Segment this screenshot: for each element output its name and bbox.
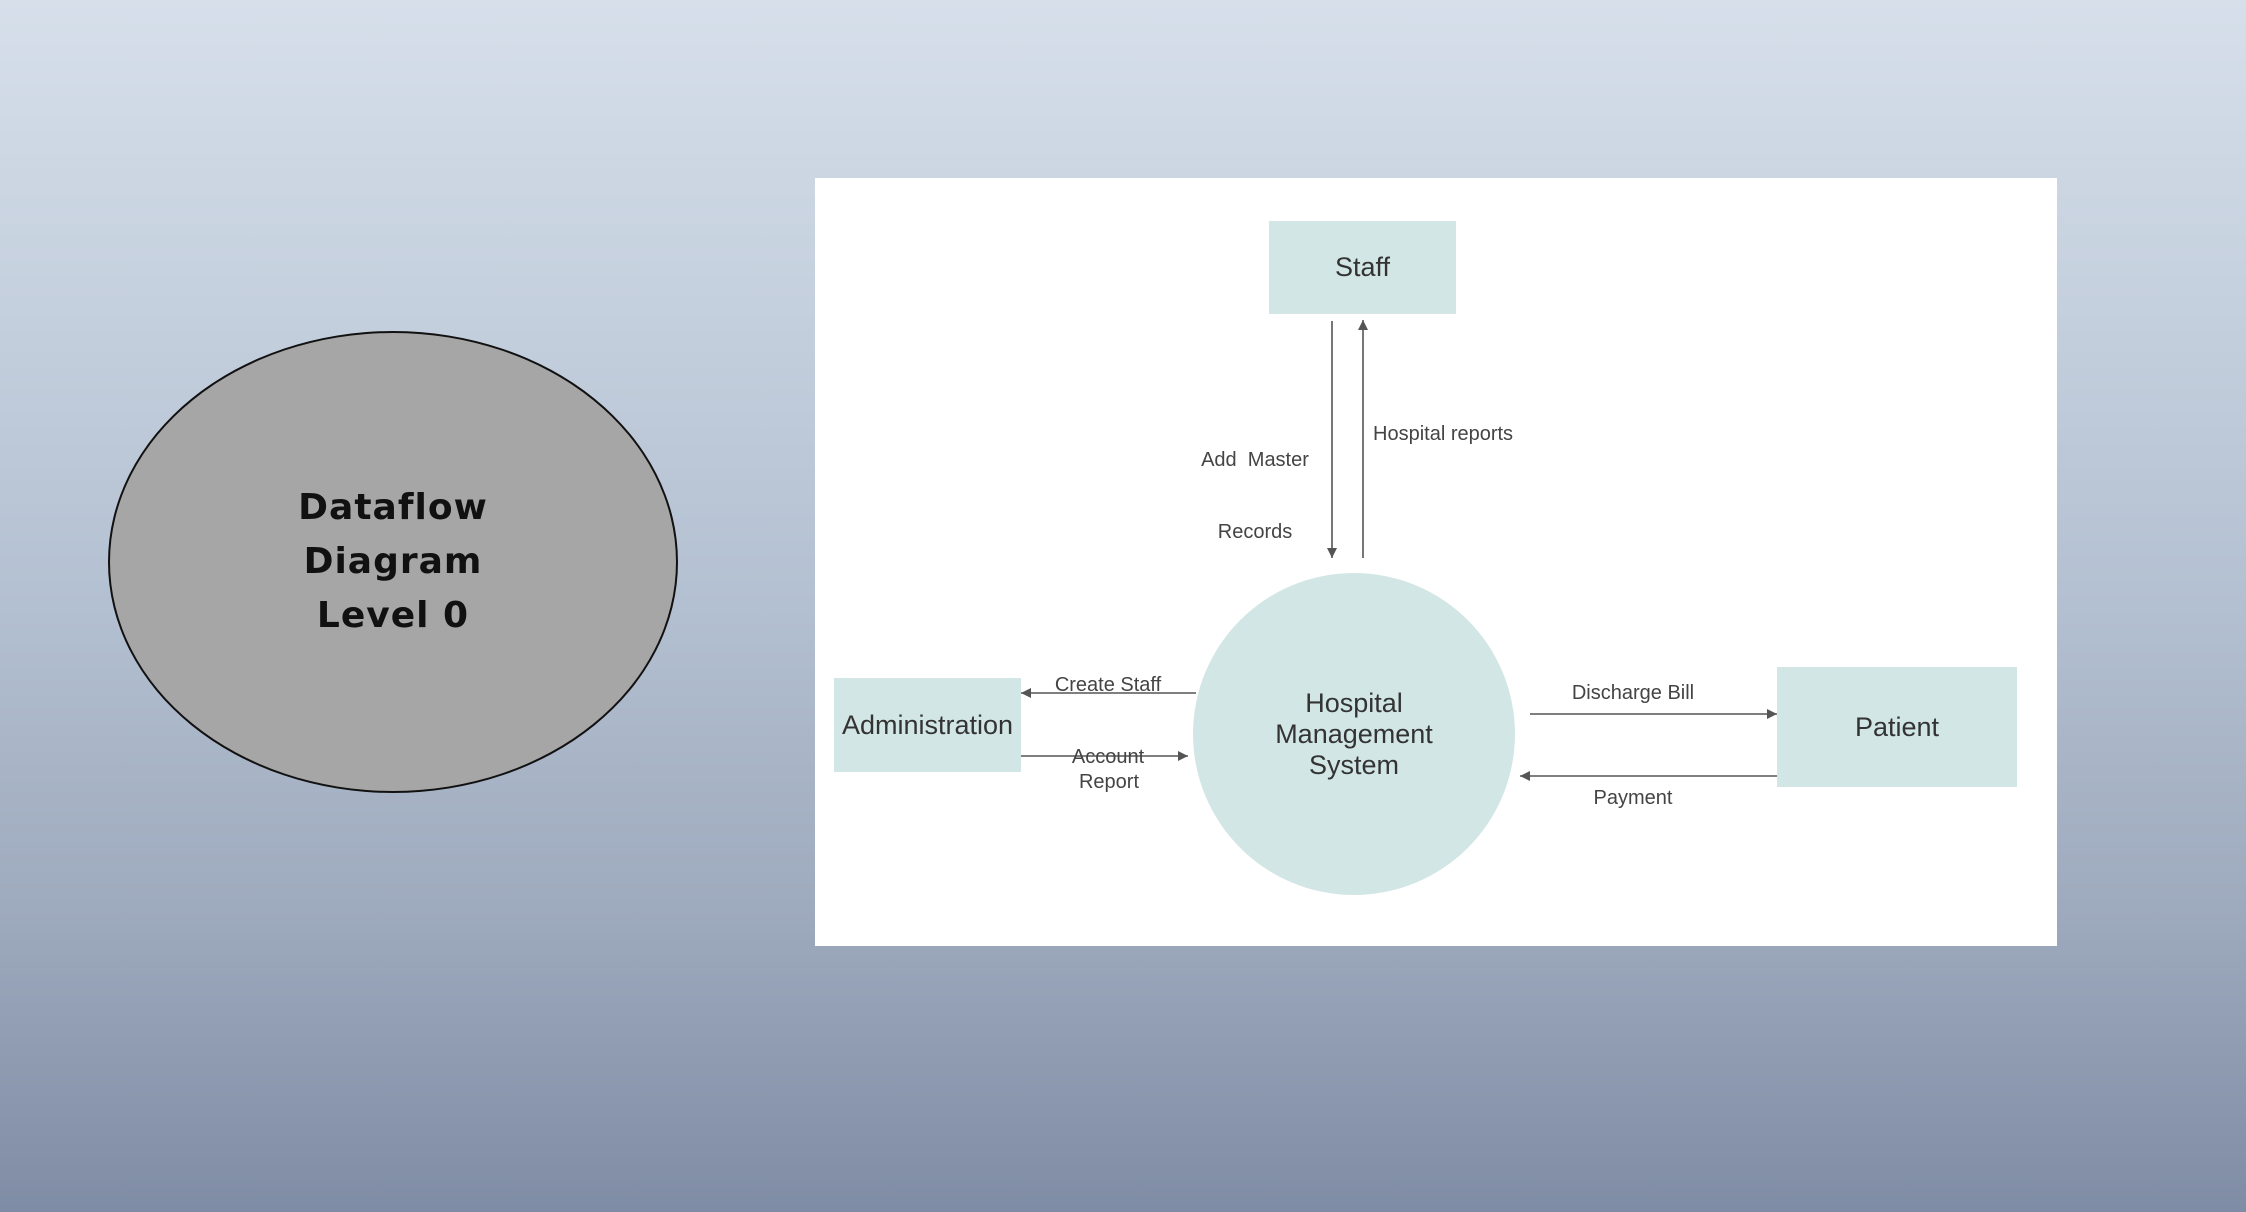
administration-entity: Administration xyxy=(834,678,1021,772)
discharge-bill-label: Discharge Bill xyxy=(1571,682,1695,704)
process-label-line-2: Management xyxy=(1275,718,1433,749)
title-line-1: Dataflow xyxy=(298,487,488,528)
title-line-2: Diagram xyxy=(303,541,483,582)
create-staff-account-line-2: Account xyxy=(1071,746,1145,768)
administration-entity-label: Administration xyxy=(841,709,1014,740)
process-label-line-3: System xyxy=(1308,749,1400,780)
create-staff-account-line-1: Create Staff xyxy=(1054,674,1162,696)
patient-entity-label: Patient xyxy=(1854,711,1940,742)
add-master-records-line-2: Records xyxy=(1217,521,1293,543)
report-label: Report xyxy=(1078,771,1140,793)
staff-entity-label: Staff xyxy=(1334,252,1391,282)
create-staff-account-label: Create Staff Account xyxy=(1038,625,1178,817)
add-master-records-label: Add Master Records xyxy=(1190,400,1320,592)
flow-arrows xyxy=(1021,320,1777,781)
staff-entity: Staff xyxy=(1269,221,1456,314)
hospital-management-system-process: Hospital Management System xyxy=(1193,573,1515,895)
dataflow-diagram-panel: Staff Administration Patient Hospital Ma… xyxy=(815,178,2057,946)
payment-label: Payment xyxy=(1593,787,1673,809)
process-label-line-1: Hospital xyxy=(1305,687,1403,718)
diagram-title-ellipse: Dataflow Diagram Level 0 xyxy=(108,331,678,793)
add-master-records-line-1: Add Master xyxy=(1201,449,1309,471)
title-line-3: Level 0 xyxy=(316,595,470,636)
patient-entity: Patient xyxy=(1777,667,2017,787)
hospital-reports-label: Hospital reports xyxy=(1373,423,1514,445)
